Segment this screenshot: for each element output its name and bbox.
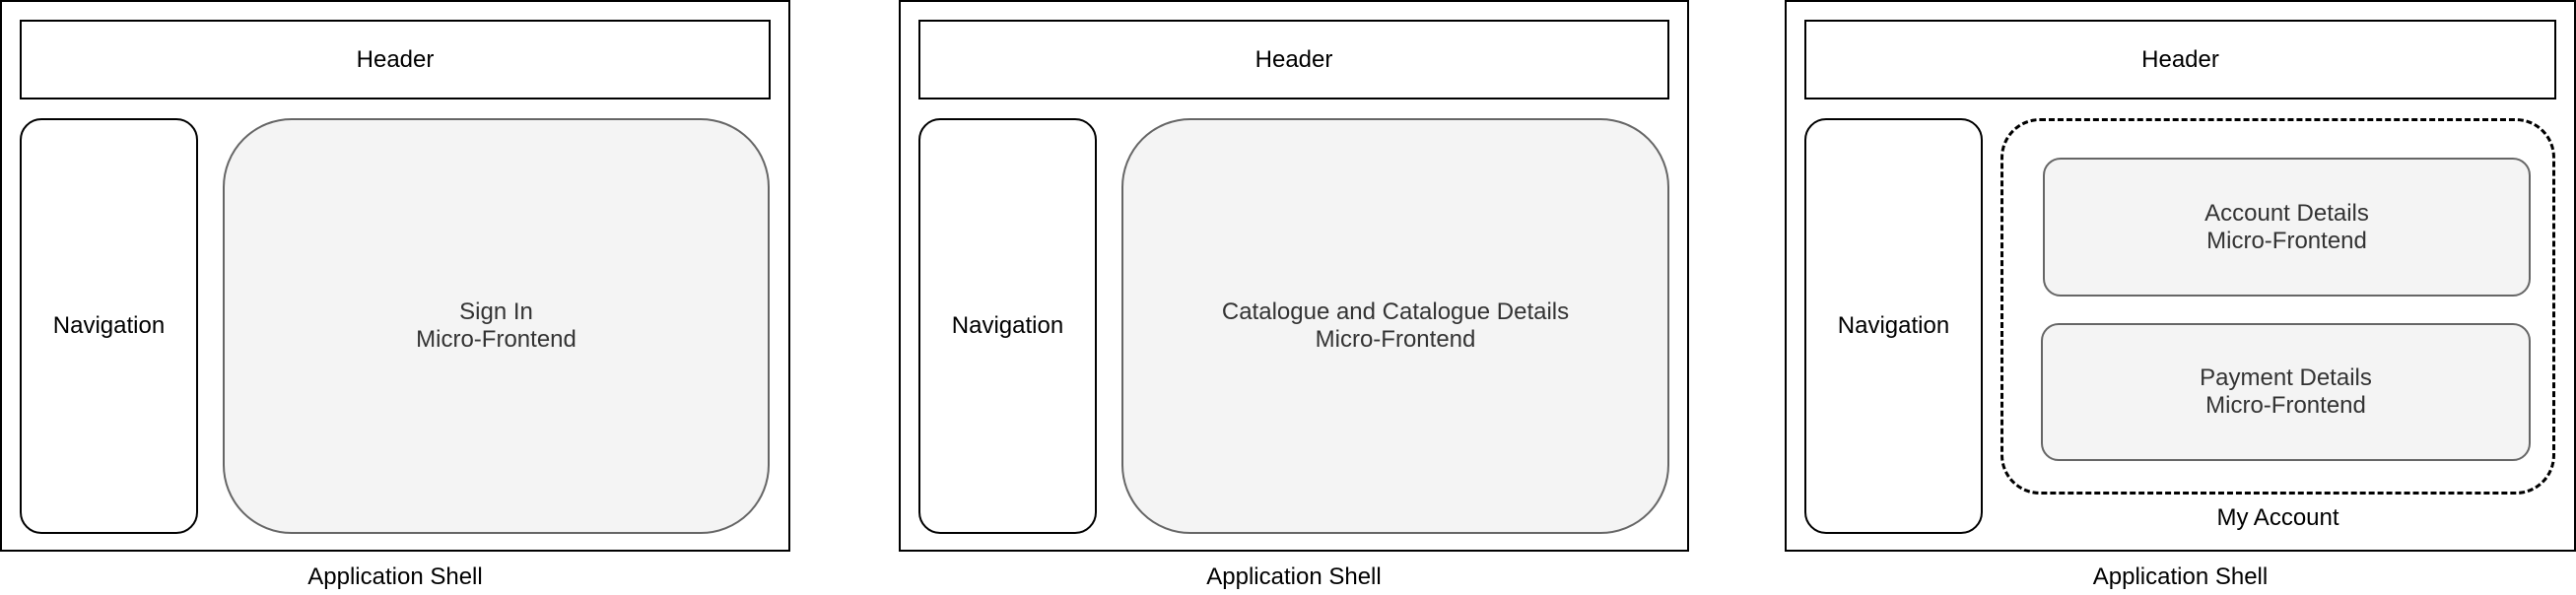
micro-frontend-title: Sign In [459,298,533,325]
navigation-label: Navigation [951,312,1064,339]
account-details-micro-frontend: Account Details Micro-Frontend [2043,158,2531,297]
micro-frontend-subtitle: Micro-Frontend [2205,392,2366,419]
micro-frontend-title: Payment Details [2200,364,2372,391]
header-label: Header [2141,45,2219,73]
header-box-1: Header [20,20,771,99]
micro-frontend-subtitle: Micro-Frontend [2206,227,2367,254]
navigation-label: Navigation [1837,312,1950,339]
micro-frontend-title: Catalogue and Catalogue Details [1221,298,1570,325]
shell-caption-3: Application Shell [2092,563,2269,590]
navigation-label: Navigation [52,312,166,339]
header-label: Header [1254,45,1333,73]
micro-frontend-subtitle: Micro-Frontend [416,326,576,353]
header-label: Header [356,45,435,73]
my-account-group [2000,118,2555,495]
navigation-box-2: Navigation [918,118,1097,534]
catalogue-micro-frontend: Catalogue and Catalogue Details Micro-Fr… [1121,118,1669,534]
navigation-box-3: Navigation [1804,118,1983,534]
payment-details-micro-frontend: Payment Details Micro-Frontend [2041,323,2531,461]
header-box-2: Header [918,20,1669,99]
my-account-label: My Account [2216,504,2339,531]
header-box-3: Header [1804,20,2556,99]
shell-caption-1: Application Shell [307,563,483,590]
micro-frontend-subtitle: Micro-Frontend [1315,326,1476,353]
shell-caption-2: Application Shell [1206,563,1382,590]
micro-frontend-title: Account Details [2204,199,2369,227]
sign-in-micro-frontend: Sign In Micro-Frontend [223,118,770,534]
navigation-box-1: Navigation [20,118,198,534]
